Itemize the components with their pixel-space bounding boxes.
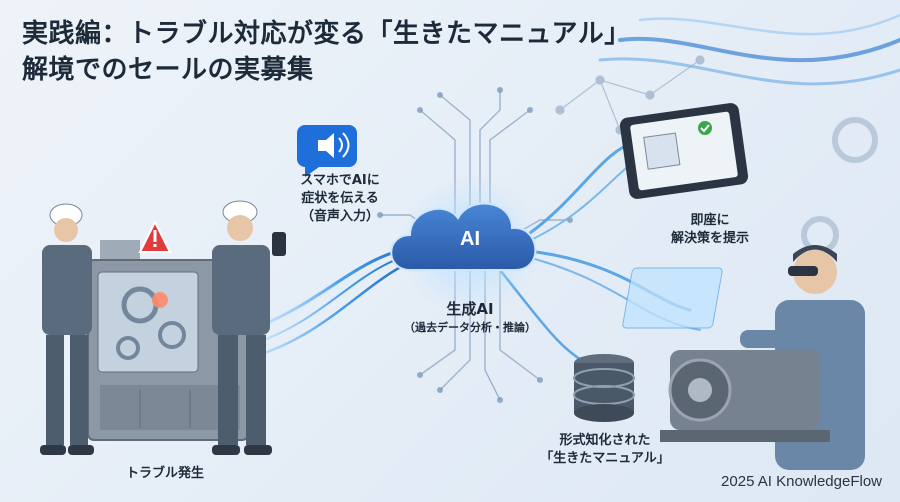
ai-cloud (390, 175, 540, 315)
footer-credit: 2025 AI KnowledgeFlow (721, 473, 882, 490)
warning-icon (138, 219, 172, 253)
voice-input-label: スマホでAIに 症状を伝える （音声入力） (300, 173, 380, 224)
title-line-1: 実践編：トラブル対応が変る「生きたマニュアル」 (22, 19, 631, 49)
worker-left (40, 203, 94, 455)
ar-hologram (622, 267, 723, 329)
ai-badge: AI (460, 228, 480, 250)
motor-machine (660, 350, 830, 442)
manual-label: 形式知化された 「生きたマニュアル」 (540, 433, 670, 466)
tablet-solution (619, 103, 749, 199)
database-icon (573, 354, 635, 422)
trouble-label: トラブル発生 (125, 466, 204, 481)
solution-label: 即座に 解決策を提示 (670, 213, 749, 246)
control-machine (87, 240, 249, 441)
page-title: 実践編：トラブル対応が変る「生きたマニュアル」 解境でのセールの実募集 (22, 16, 631, 88)
title-line-2: 解境でのセールの実募集 (22, 55, 314, 85)
speaker-icon (297, 125, 357, 177)
gear-icon (801, 117, 878, 254)
worker-with-phone (212, 200, 286, 455)
ai-label: 生成AI （過去データ分析・推論） (404, 300, 536, 334)
